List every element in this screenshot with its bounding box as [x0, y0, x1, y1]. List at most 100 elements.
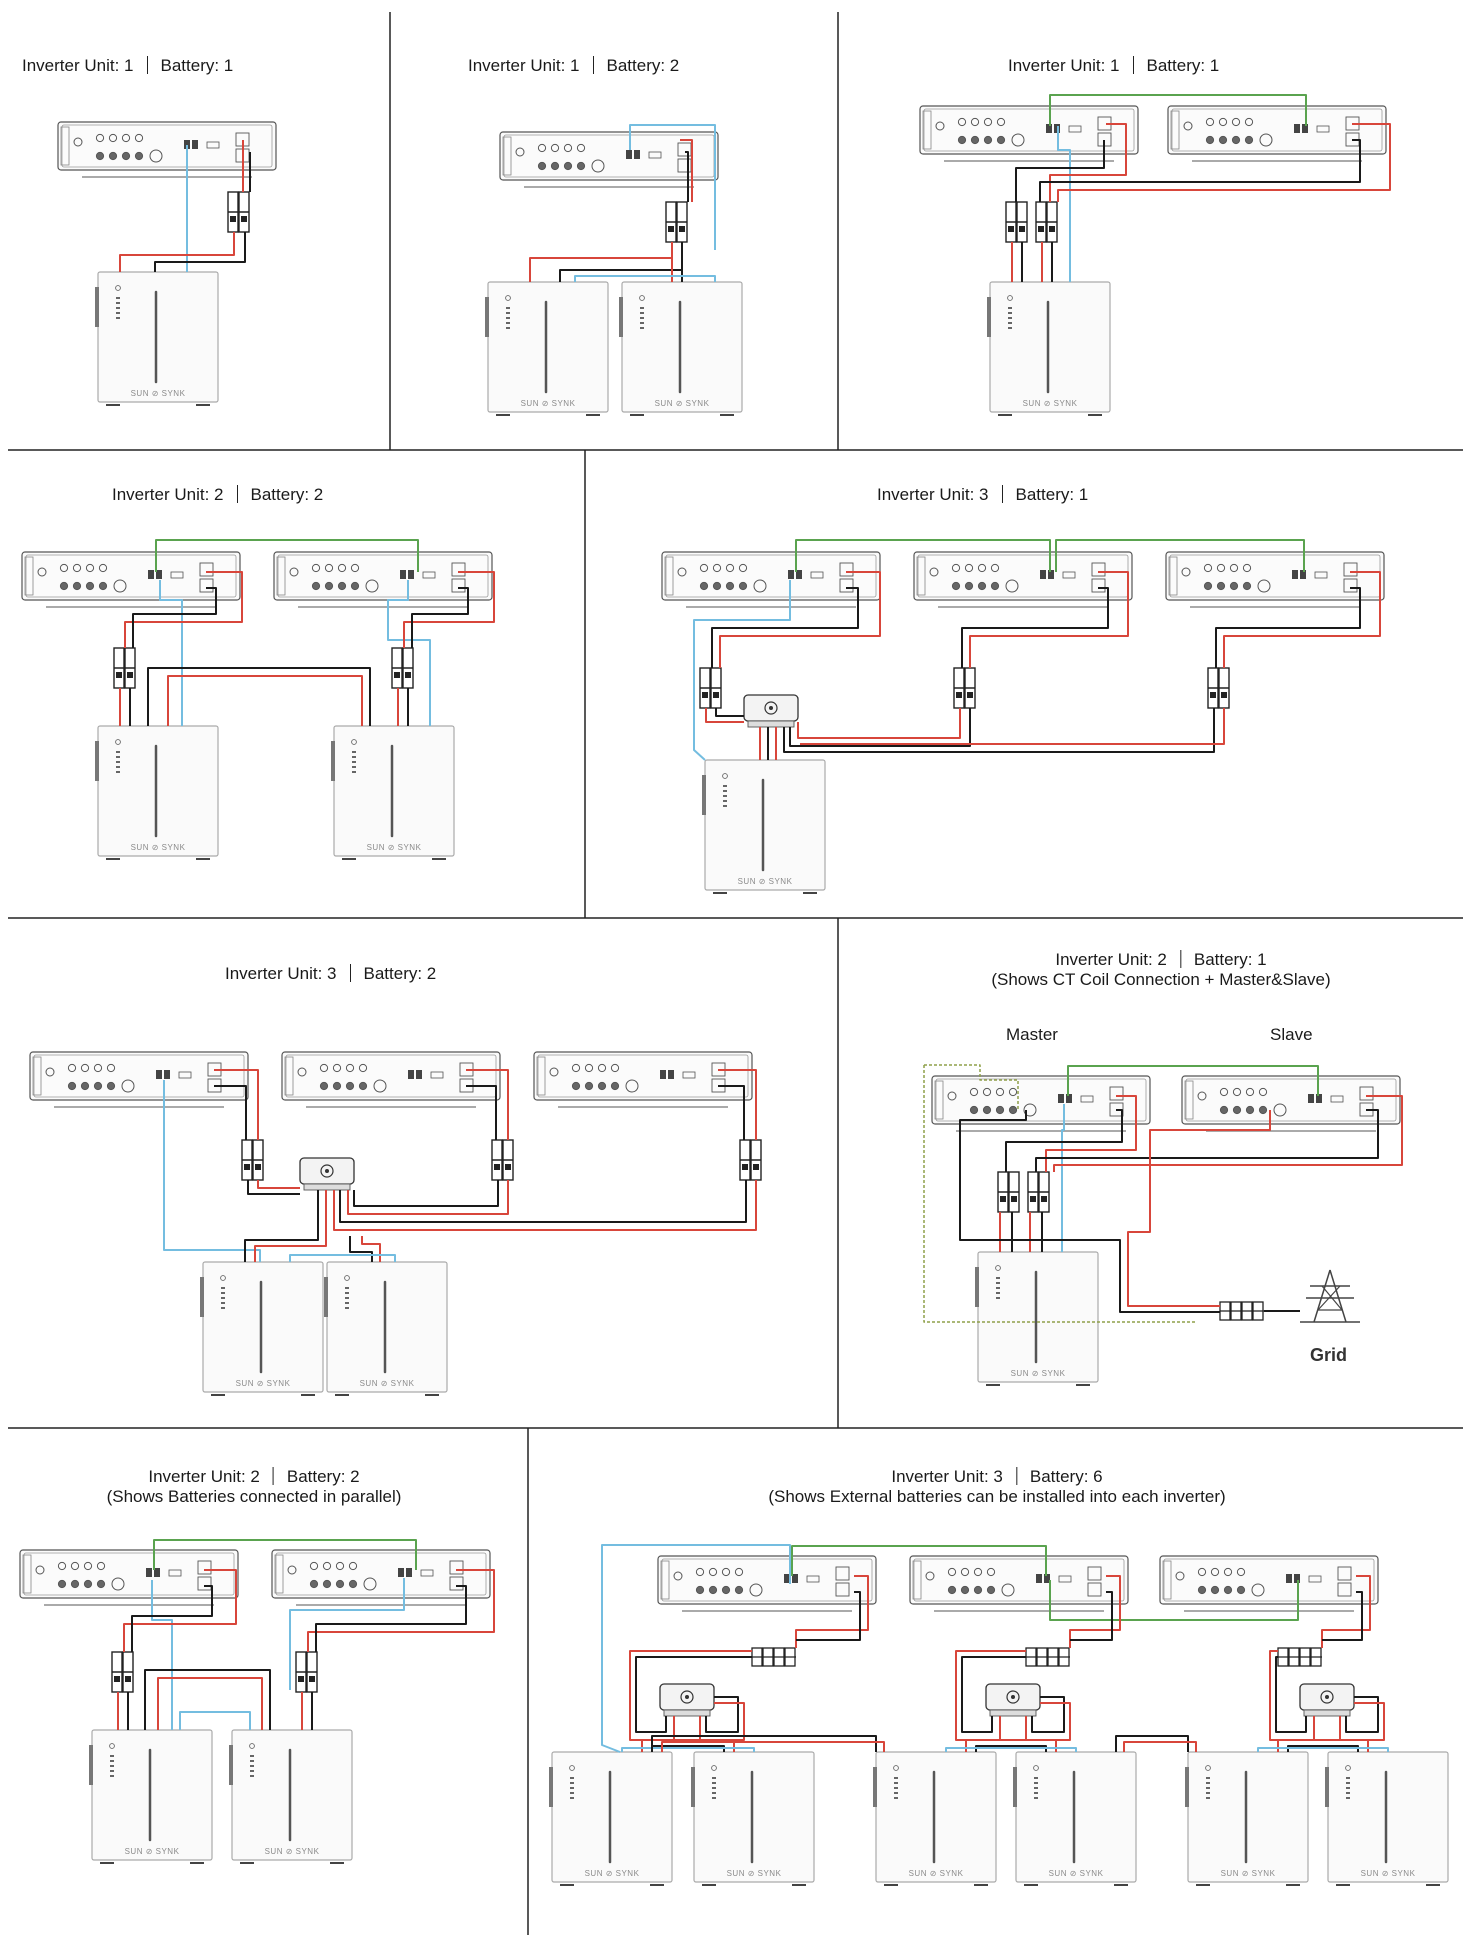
battery-side-handle: [1325, 1767, 1329, 1807]
breaker-toggle: [1041, 1196, 1047, 1202]
power-button-icon: [344, 1275, 350, 1281]
pv-connector-icon: [72, 563, 82, 573]
busbar-bolt-icon: [1006, 1690, 1020, 1704]
brand-logo: SUN ⊘ SYNK: [236, 1379, 291, 1388]
dc-switch-icon: [297, 1067, 307, 1077]
battery-body: [97, 271, 219, 403]
breaker-toggle: [241, 216, 247, 222]
dc-positive-cable: [119, 232, 235, 272]
panel-5-breaker-c: [1207, 667, 1230, 709]
panel-6-breaker-c: [739, 1139, 762, 1181]
battery-level-led: [570, 1787, 574, 1789]
battery-terminal-plus-icon: [199, 562, 214, 577]
dc-positive-cable: [629, 1650, 752, 1741]
ac-terminal-icon: [1210, 1585, 1220, 1595]
dc-positive-cable: [1339, 1702, 1385, 1741]
battery-level-led: [1346, 1797, 1350, 1799]
pv-connector-icon: [80, 1063, 90, 1073]
battery-terminal-plus-icon: [1091, 562, 1106, 577]
battery-side-handle: [549, 1767, 553, 1807]
usb-port-icon: [648, 151, 662, 159]
inverter-handle: [1162, 1560, 1172, 1600]
battery-body: [1327, 1751, 1449, 1883]
brand-logo: SUN ⊘ SYNK: [909, 1869, 964, 1878]
panel-9-battery-3: SUN ⊘ SYNK: [873, 1751, 997, 1886]
busbar-bolt-icon: [764, 701, 778, 715]
battery-level-led: [116, 761, 120, 763]
battery-level-led: [250, 1765, 254, 1767]
rj45-port-icon: [1048, 570, 1054, 579]
ac-terminal-icon: [597, 1081, 607, 1091]
battery-level-led: [640, 322, 644, 324]
panel-6-busbar: [299, 1157, 355, 1191]
panel-7-breaker-a: [997, 1171, 1020, 1213]
dc-positive-cable: [466, 1069, 509, 1140]
dc-negative-cable: [651, 1735, 877, 1752]
panel-1-breaker: [227, 191, 250, 233]
ac-terminal-icon: [85, 581, 95, 591]
dc-switch-icon: [947, 1091, 957, 1101]
battery-level-led: [345, 1297, 349, 1299]
panel-5-inverter-count: Inverter Unit: 3: [877, 485, 989, 504]
battery-level-led: [352, 766, 356, 768]
breaker-toggle: [702, 692, 708, 698]
battery-level-led: [1008, 327, 1012, 329]
battery-level-led: [640, 327, 644, 329]
panel-2-battery-a: SUN ⊘ SYNK: [485, 281, 609, 416]
battery-level-led: [712, 1787, 716, 1789]
dc-positive-cable: [257, 1180, 300, 1189]
dc-positive-cable: [965, 1739, 1057, 1752]
panel-1-battery-count: Battery: 1: [160, 56, 234, 75]
battery-level-led: [1008, 307, 1012, 309]
pv-connector-icon: [951, 563, 961, 573]
dc-negative-cable: [559, 242, 683, 282]
battery-level-led: [712, 1777, 716, 1779]
rj45-port-icon: [192, 140, 198, 149]
dc-positive-cable: [124, 571, 243, 648]
battery-level-led: [116, 766, 120, 768]
battery-side-handle: [873, 1767, 877, 1807]
gland-icon: [1011, 133, 1025, 147]
battery-body: [621, 281, 743, 413]
pv-connector-icon: [1197, 1567, 1207, 1577]
ac-terminal-icon: [1197, 1585, 1207, 1595]
battery-terminal-minus-icon: [839, 578, 854, 593]
ac-terminal-icon: [1244, 135, 1254, 145]
ac-terminal-icon: [57, 1579, 67, 1589]
usb-port-icon: [1308, 1575, 1322, 1583]
ac-terminal-icon: [973, 1585, 983, 1595]
busbar-bolt-icon: [1011, 1695, 1015, 1699]
pv-connector-icon: [1245, 1087, 1255, 1097]
battery-level-led: [570, 1797, 574, 1799]
ac-terminal-icon: [1223, 1585, 1233, 1595]
dc-negative-cable: [339, 1180, 747, 1223]
dc-negative-cable: [635, 1656, 752, 1733]
ac-terminal-icon: [1229, 581, 1239, 591]
breaker-toggle: [1221, 692, 1227, 698]
pv-connector-icon: [960, 1567, 970, 1577]
battery-level-led: [352, 761, 356, 763]
battery-level-led: [250, 1770, 254, 1772]
battery-body: [1187, 1751, 1309, 1883]
power-button-icon: [1033, 1765, 1039, 1771]
pv-connector-icon: [1218, 117, 1228, 127]
battery-level-led: [1206, 1787, 1210, 1789]
pv-connector-icon: [964, 563, 974, 573]
battery-terminal-plus-icon: [839, 562, 854, 577]
battery-body: [91, 1729, 213, 1861]
comm-cable: [289, 1578, 405, 1690]
battery-level-led: [996, 1287, 1000, 1289]
panel-7-slave-inverter: [1181, 1075, 1401, 1132]
brand-logo: SUN ⊘ SYNK: [655, 399, 710, 408]
busbar-bolt-icon: [320, 1164, 334, 1178]
battery-level-led: [116, 756, 120, 758]
pv-connector-icon: [322, 1561, 332, 1571]
parallel-cable: [1049, 1580, 1299, 1621]
battery-level-led: [352, 751, 356, 753]
usb-port-icon: [430, 1071, 444, 1079]
rj45-port-icon: [400, 570, 406, 579]
panel-5-inverter-c: [1165, 551, 1385, 608]
pv-connector-icon: [571, 1063, 581, 1073]
